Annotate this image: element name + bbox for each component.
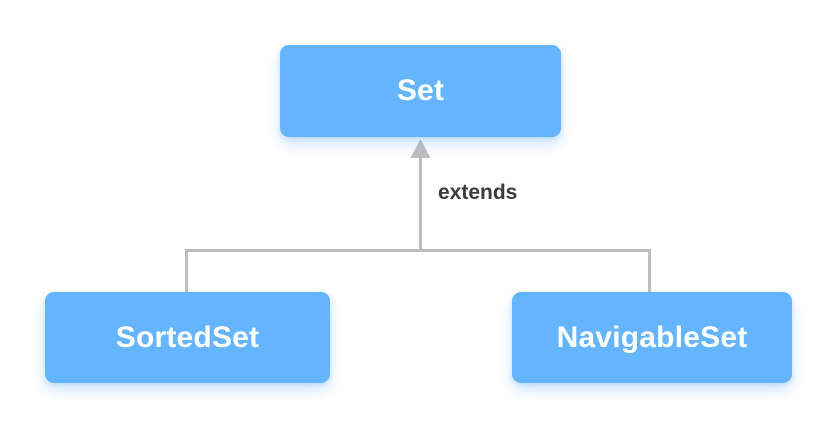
class-node-sortedset-label: SortedSet: [115, 320, 260, 354]
class-node-navigableset[interactable]: NavigableSet: [512, 292, 792, 383]
class-node-navigableset-label: NavigableSet: [556, 320, 748, 354]
class-node-set[interactable]: Set: [280, 45, 561, 137]
edge-label-extends: extends: [438, 181, 518, 204]
class-node-set-label: Set: [396, 74, 445, 107]
class-node-sortedset[interactable]: SortedSet: [45, 292, 330, 383]
inheritance-arrowhead-icon: [410, 139, 431, 158]
